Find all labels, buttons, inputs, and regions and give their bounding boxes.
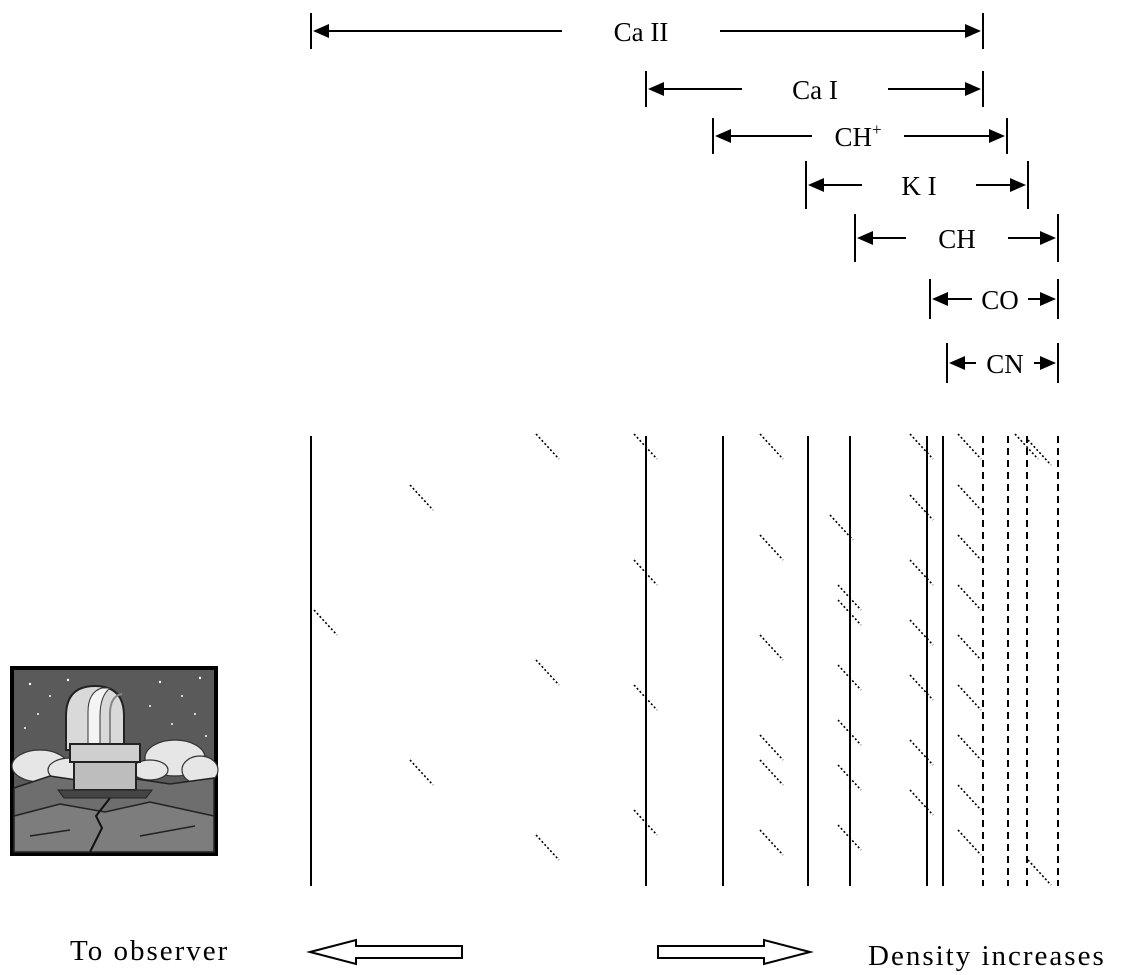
range-label-k-i: K I: [901, 171, 936, 201]
cloud-hatch-mark: [957, 829, 982, 856]
cloud-hatch-mark: [909, 739, 934, 766]
cloud-hatch-mark: [957, 534, 982, 561]
cloud-hatch-mark: [633, 559, 658, 586]
arrowhead-left-icon: [313, 24, 329, 38]
cloud-hatch-mark: [633, 433, 658, 460]
range-co: CO: [929, 279, 1059, 319]
cloud-hatch-mark: [957, 433, 982, 460]
cloud-hatch-mark: [957, 484, 982, 511]
cloud-hatch-mark: [909, 789, 934, 816]
observatory-dome-icon: [10, 666, 219, 856]
cloud-hatch-mark: [759, 759, 784, 786]
cloud-hatch-mark: [909, 494, 934, 521]
hollow-arrow-right-icon: [657, 938, 814, 966]
range-ca-ii: Ca II: [310, 13, 984, 49]
cloud-hatch-mark: [633, 809, 658, 836]
arrowhead-right-icon: [1040, 292, 1056, 306]
cloud-hatch-mark: [909, 559, 934, 586]
cloud-hatch-mark: [909, 674, 934, 701]
cloud-hatch-mark: [409, 759, 434, 786]
cloud-hatch-mark: [535, 433, 560, 460]
arrowhead-left-icon: [808, 178, 824, 192]
cloud-hatch-mark: [759, 734, 784, 761]
cloud-hatch-mark: [313, 609, 338, 636]
arrowhead-left-icon: [857, 231, 873, 245]
cloud-hatch-mark: [909, 433, 934, 460]
arrowhead-right-icon: [965, 82, 981, 96]
range-label-cn: CN: [986, 349, 1024, 379]
arrowhead-right-icon: [1010, 178, 1026, 192]
cloud-hatch-mark: [535, 659, 560, 686]
cloud-hatch-mark: [409, 484, 434, 511]
cloud-hatch-mark: [837, 824, 862, 851]
cloud-hatch-mark: [759, 534, 784, 561]
arrowhead-right-icon: [989, 129, 1005, 143]
range-k-i: K I: [805, 161, 1029, 209]
arrowhead-left-icon: [949, 356, 965, 370]
cloud-hatch-mark: [829, 514, 854, 541]
cloud-hatch-mark: [535, 834, 560, 861]
arrowhead-right-icon: [1040, 231, 1056, 245]
cloud-hatch-mark: [957, 734, 982, 761]
range-label-ca-i: Ca I: [792, 75, 838, 105]
cloud-hatch-mark: [837, 664, 862, 691]
cloud-layers: [310, 433, 1059, 886]
range-cn: CN: [946, 343, 1059, 383]
arrowhead-left-icon: [648, 82, 664, 96]
arrowhead-left-icon: [932, 292, 948, 306]
cloud-hatch-mark: [633, 684, 658, 711]
cloud-hatch-mark: [837, 719, 862, 746]
arrowhead-right-icon: [965, 24, 981, 38]
arrowhead-left-icon: [715, 129, 731, 143]
molecule-ranges: Ca II Ca I CH+ K ICH CO CN: [310, 13, 1059, 383]
cloud-hatch-mark: [957, 684, 982, 711]
hollow-arrow-left-icon: [306, 938, 463, 966]
cloud-hatch-mark: [837, 764, 862, 791]
to-observer-label: To observer: [70, 935, 229, 967]
range-label-ch-plus: CH+: [834, 120, 881, 152]
cloud-hatch-mark: [759, 433, 784, 460]
density-increases-label: Density increases: [868, 940, 1106, 972]
cloud-hatch-mark: [909, 619, 934, 646]
range-ch: CH: [854, 214, 1059, 262]
cloud-hatch-mark: [759, 829, 784, 856]
cloud-hatch-mark: [1027, 859, 1052, 886]
range-ch-plus: CH+: [712, 118, 1008, 154]
range-label-co: CO: [981, 285, 1019, 315]
cloud-hatch-mark: [837, 584, 862, 611]
range-label-ca-ii: Ca II: [614, 17, 669, 47]
arrowhead-right-icon: [1040, 356, 1056, 370]
cloud-hatch-mark: [1014, 433, 1039, 460]
range-label-ch: CH: [938, 224, 976, 254]
cloud-hatch-mark: [1027, 439, 1052, 466]
cloud-hatch-mark: [957, 584, 982, 611]
cloud-hatch-mark: [957, 784, 982, 811]
range-ca-i: Ca I: [645, 71, 984, 107]
cloud-hatch-mark: [759, 634, 784, 661]
cloud-hatch-mark: [957, 634, 982, 661]
cloud-hatch-mark: [837, 599, 862, 626]
